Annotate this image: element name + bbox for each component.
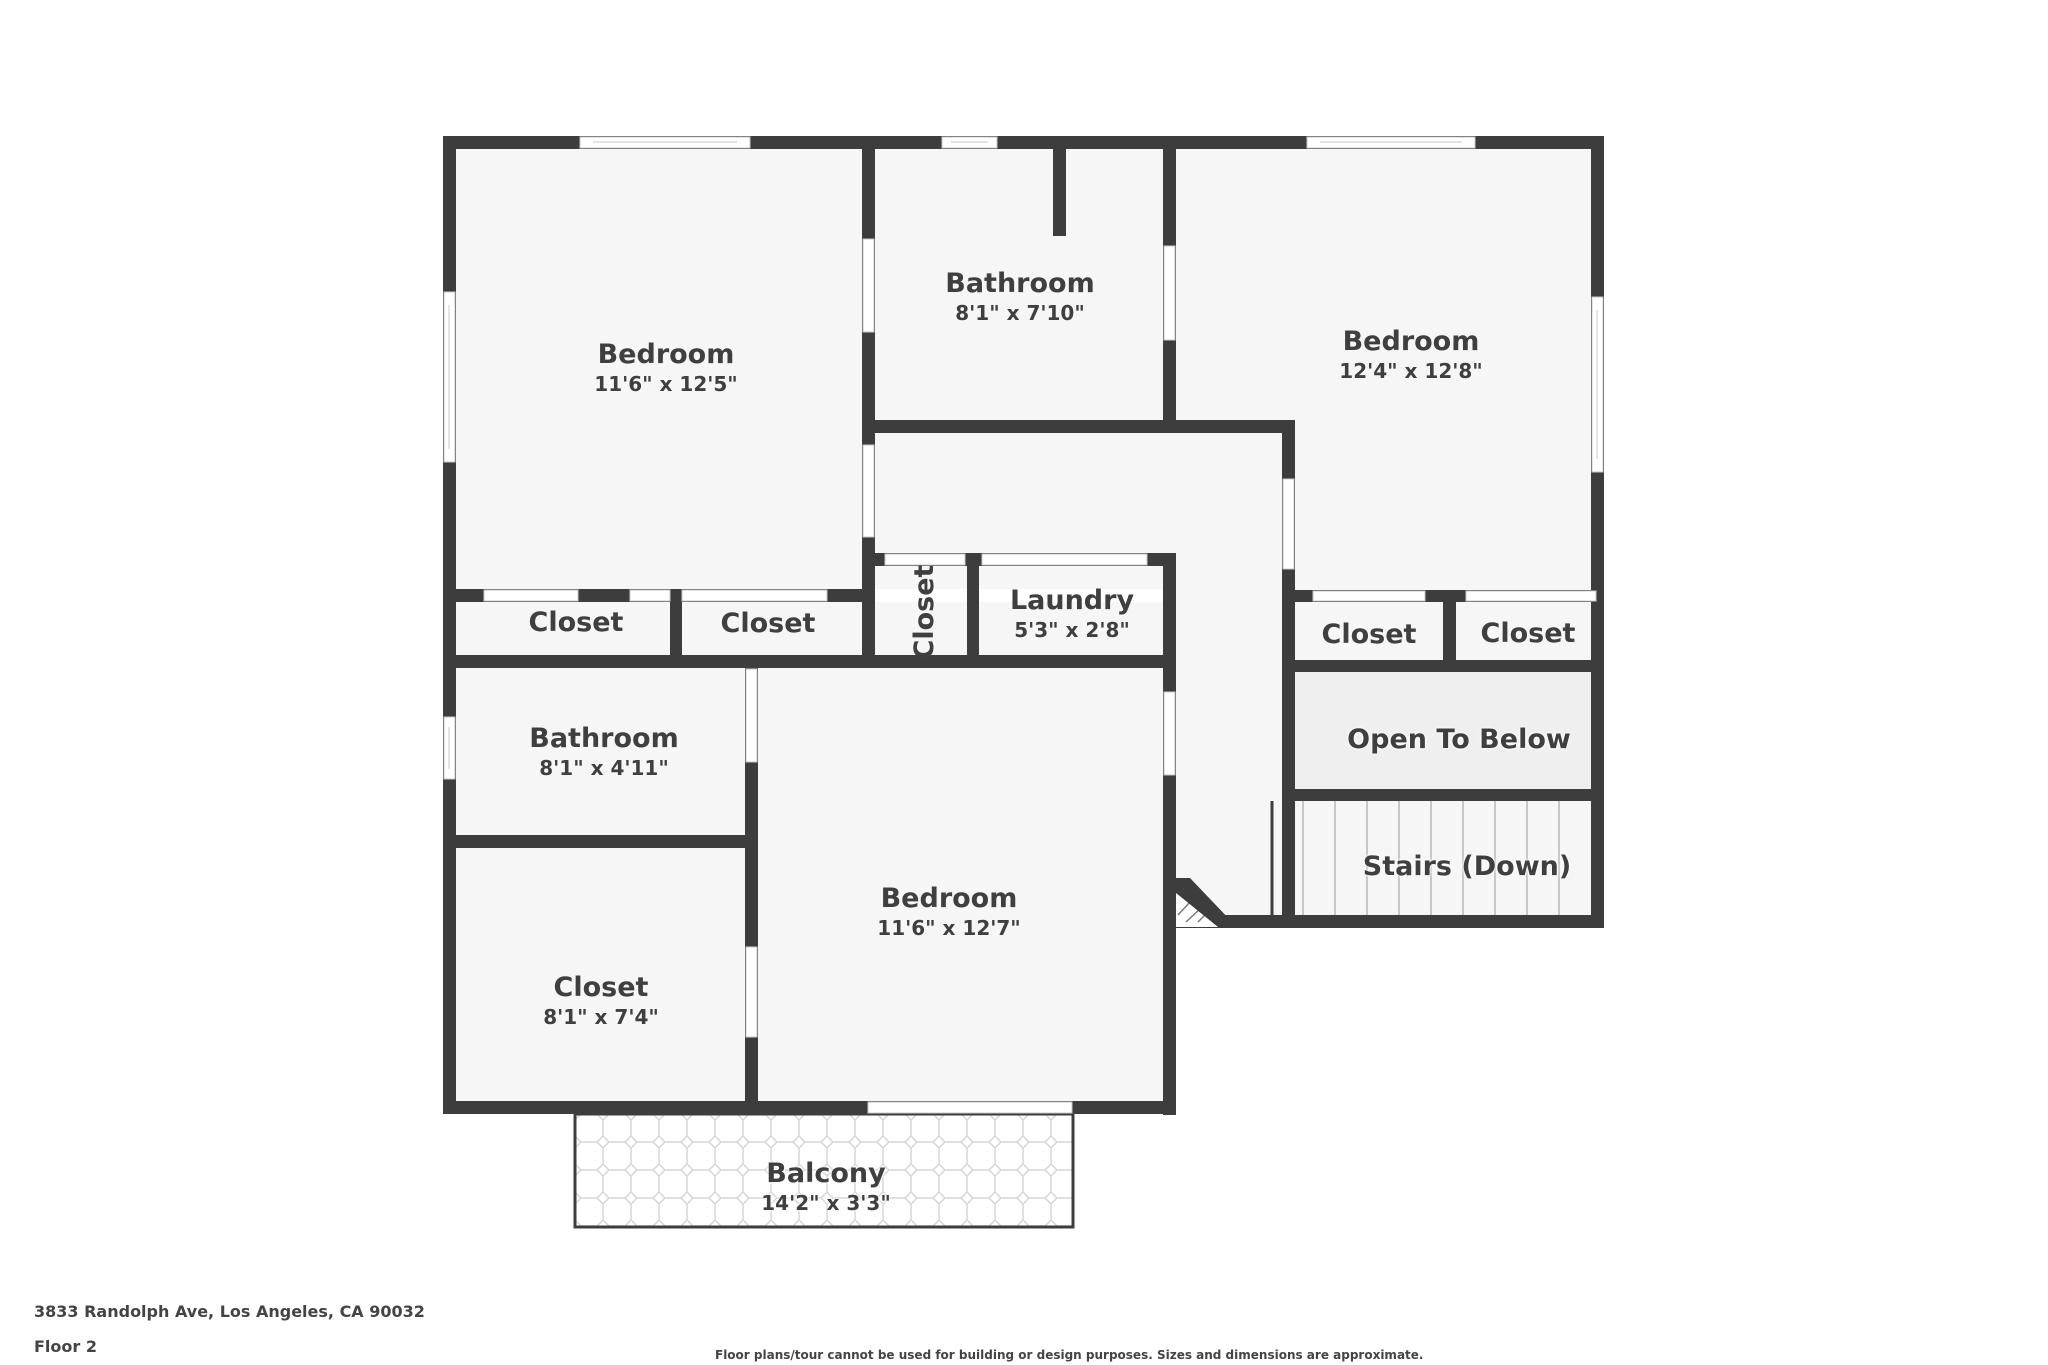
floor-label: Floor 2 xyxy=(34,1337,97,1356)
balcony-area xyxy=(573,1112,1075,1229)
angled-door xyxy=(1176,878,1232,927)
floors xyxy=(456,149,1591,1101)
openings xyxy=(443,136,1604,1114)
open-to-below-area xyxy=(1295,672,1591,789)
property-address: 3833 Randolph Ave, Los Angeles, CA 90032 xyxy=(34,1302,425,1321)
disclaimer: Floor plans/tour cannot be used for buil… xyxy=(715,1348,1424,1362)
stair-treads xyxy=(1270,801,1560,915)
